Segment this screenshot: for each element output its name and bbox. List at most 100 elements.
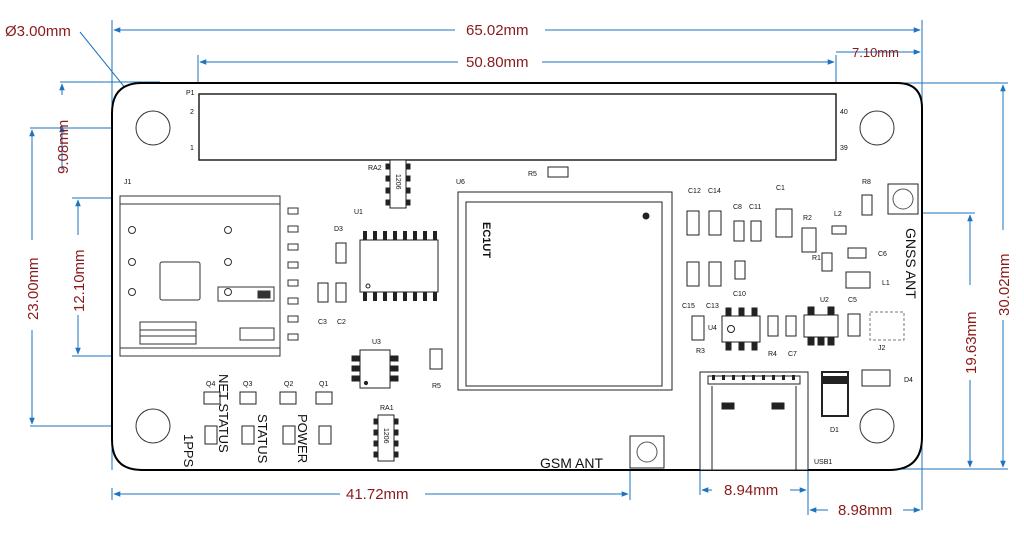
dim-hole-diameter: Ø3.00mm xyxy=(5,23,71,40)
svg-text:C15: C15 xyxy=(682,303,695,310)
cap-c12 xyxy=(686,210,700,236)
svg-text:C6: C6 xyxy=(878,251,887,258)
svg-text:J2: J2 xyxy=(878,345,886,352)
svg-text:RA1: RA1 xyxy=(380,405,394,412)
resistor-array-ra2 xyxy=(385,159,411,209)
svg-text:C1: C1 xyxy=(776,185,785,192)
cap-c7b xyxy=(785,315,797,337)
svg-text:C8: C8 xyxy=(733,204,742,211)
inductor-l1 xyxy=(845,271,871,289)
label-status: STATUS xyxy=(255,414,270,464)
resistor-r8 xyxy=(861,194,873,216)
cap-c14 xyxy=(708,210,722,236)
svg-text:P1: P1 xyxy=(186,90,195,97)
diode-d3 xyxy=(335,242,347,264)
cap-c11 xyxy=(750,220,762,242)
svg-text:L2: L2 xyxy=(834,211,842,218)
svg-text:U4: U4 xyxy=(708,325,717,332)
diode-d4 xyxy=(861,369,891,387)
svg-text:Q2: Q2 xyxy=(284,381,293,388)
svg-text:R8: R8 xyxy=(862,179,871,186)
chip-u2 xyxy=(803,306,839,346)
svg-text:C12: C12 xyxy=(688,188,701,195)
svg-text:C14: C14 xyxy=(708,188,721,195)
svg-text:R3: R3 xyxy=(696,348,705,355)
resistor-r5-top xyxy=(547,166,569,178)
resistor-r1 xyxy=(821,252,833,272)
dim-overall-height-label: 30.02mm xyxy=(996,253,1013,316)
dim-gnss-height-label: 19.63mm xyxy=(963,311,980,374)
svg-text:C5: C5 xyxy=(848,297,857,304)
label-gsm-ant: GSM ANT xyxy=(540,455,603,471)
resistor-r5-bottom xyxy=(429,348,443,370)
cap-c5 xyxy=(847,313,861,337)
status-leds xyxy=(204,425,332,445)
dim-header-width-label: 50.80mm xyxy=(466,54,529,71)
svg-text:R5: R5 xyxy=(528,171,537,178)
dim-hole-vertical-label: 9.08mm xyxy=(55,120,72,174)
svg-text:C7: C7 xyxy=(788,351,797,358)
svg-text:1: 1 xyxy=(190,145,194,152)
dim-usb-width-label: 8.94mm xyxy=(724,482,778,499)
dim-gsm-offset-label: 41.72mm xyxy=(346,486,409,503)
svg-text:1206: 1206 xyxy=(394,174,401,190)
cap-c8 xyxy=(733,220,745,242)
label-power: POWER xyxy=(295,414,310,463)
svg-text:Q4: Q4 xyxy=(206,381,215,388)
mount-hole-bottom-right xyxy=(859,408,895,444)
svg-text:U3: U3 xyxy=(372,339,381,346)
gsm-module-u6 xyxy=(457,191,673,391)
resistor-r2 xyxy=(801,227,817,253)
sim-card-slot xyxy=(119,195,299,357)
svg-text:C2: C2 xyxy=(337,319,346,326)
svg-text:U1: U1 xyxy=(354,209,363,216)
cap-c10-top xyxy=(734,260,746,280)
usb-c-connector xyxy=(699,371,809,471)
svg-text:RA2: RA2 xyxy=(368,165,382,172)
cap-c7 xyxy=(767,315,779,337)
mount-hole-top-right xyxy=(859,110,895,146)
component-u4 xyxy=(691,315,705,341)
cap-c12b xyxy=(686,261,700,287)
svg-text:C3: C3 xyxy=(318,319,327,326)
pcb-board: P1 2 1 40 39 J1 RA2 xyxy=(111,82,923,471)
svg-text:R4: R4 xyxy=(768,351,777,358)
label-gnss-ant: GNSS ANT xyxy=(903,228,919,299)
svg-text:R1: R1 xyxy=(812,255,821,262)
dim-right-offset-label: 7.10mm xyxy=(852,45,899,60)
svg-text:U2: U2 xyxy=(820,297,829,304)
cap-c2 xyxy=(335,282,347,303)
chip-u1 xyxy=(359,231,439,301)
svg-text:D3: D3 xyxy=(334,226,343,233)
resistor-array-ra1 xyxy=(373,414,399,462)
cap-c3 xyxy=(317,282,329,303)
svg-text:J1: J1 xyxy=(124,179,132,186)
label-net-status: NET STATUS xyxy=(216,374,231,453)
svg-text:R5: R5 xyxy=(432,383,441,390)
module-logo: EC1UT xyxy=(480,222,492,258)
svg-text:C10: C10 xyxy=(733,291,746,298)
dim-usb-right-label: 8.98mm xyxy=(838,502,892,519)
header-p1 xyxy=(198,93,837,161)
svg-text:40: 40 xyxy=(840,109,848,116)
label-1pps: 1PPS xyxy=(181,434,196,468)
transistors xyxy=(203,391,333,405)
cap-c14b xyxy=(708,261,722,287)
chip-u4 xyxy=(721,307,761,351)
svg-text:Q3: Q3 xyxy=(243,381,252,388)
svg-text:39: 39 xyxy=(840,145,848,152)
svg-text:U6: U6 xyxy=(456,179,465,186)
cap-c1 xyxy=(775,208,793,238)
dim-sim-height-label: 12.10mm xyxy=(71,249,88,312)
dim-overall-width-label: 65.02mm xyxy=(466,22,529,39)
svg-text:C13: C13 xyxy=(706,303,719,310)
mount-hole-top-left xyxy=(135,110,171,146)
svg-text:L1: L1 xyxy=(882,280,890,287)
svg-text:USB1: USB1 xyxy=(814,459,832,466)
dim-total-height-label: 23.00mm xyxy=(25,257,42,320)
svg-text:R2: R2 xyxy=(803,215,812,222)
inductor-l2 xyxy=(831,225,847,235)
connector-j2 xyxy=(869,311,905,341)
chip-u3 xyxy=(351,349,399,389)
